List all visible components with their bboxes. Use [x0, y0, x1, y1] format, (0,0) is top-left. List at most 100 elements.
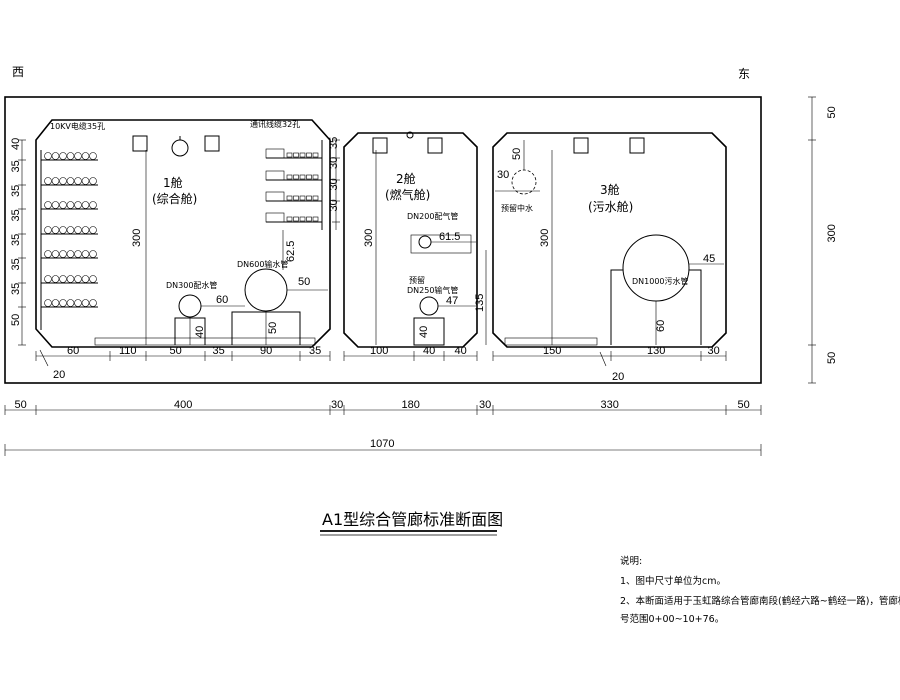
cabin-2-sub: (燃气舱) [385, 187, 430, 202]
dn1000-label: DN1000污水管 [632, 276, 689, 286]
ceiling-fixture [132, 135, 148, 152]
outer-structure [4, 96, 762, 384]
cable-rack-row [41, 177, 98, 186]
dim-label: 35 [10, 209, 22, 221]
ceiling-lamp-icon [406, 131, 414, 139]
cable-rack-row [41, 152, 98, 161]
cabin-2-outline [343, 132, 478, 348]
cable-10kv-label: 10KV电缆35孔 [50, 121, 105, 131]
dim-label: 35 [328, 137, 340, 149]
dim-label: 40 [423, 345, 435, 357]
dim-label: 90 [260, 345, 272, 357]
left-cable-racks [40, 150, 98, 330]
note-line-2: 2、本断面适用于玉虹路综合管廊南段(鹤经六路~鹤经一路)，管廊桩 [620, 595, 900, 607]
dim-label: 180 [402, 399, 420, 411]
ceiling-fixture [427, 137, 443, 154]
dim-c1-50b: 50 [267, 322, 279, 334]
dim-label: 30 [328, 178, 340, 190]
cable-rack-row [41, 275, 98, 284]
dim-label: 50 [826, 106, 838, 118]
ceiling-fixture [629, 137, 645, 154]
dim-c3-60: 60 [655, 320, 667, 332]
dim-label: 50 [10, 314, 22, 326]
dn300-water-pipe [178, 294, 202, 318]
dim-label: 130 [647, 345, 665, 357]
east-label: 东 [738, 67, 750, 81]
drain-channel [504, 337, 598, 346]
ceiling-fixture [372, 137, 388, 154]
dim-c1-62-5: 62.5 [285, 241, 297, 262]
dim-label: 35 [10, 185, 22, 197]
dim-c3-45: 45 [703, 253, 715, 265]
gas-reserve-label: 预留 [409, 275, 425, 285]
cabin-1-sub: (综合舱) [152, 191, 197, 206]
cabin-2-name: 2舱 [396, 172, 416, 186]
west-label: 西 [12, 65, 24, 79]
cabin-3-sub: (污水舱) [588, 200, 633, 214]
dim-label: 40 [10, 138, 22, 150]
dim-label: 60 [67, 345, 79, 357]
dim-label: 35 [10, 234, 22, 246]
telecom-rack-row [265, 170, 322, 181]
cabin-1-outline [35, 119, 331, 348]
dn200-gas-pipe [418, 235, 432, 249]
dim-c1-40: 40 [194, 326, 206, 338]
dim-label: 35 [10, 160, 22, 172]
dim-label: 50 [170, 345, 182, 357]
dim-label: 50 [738, 399, 750, 411]
dim-label: 30 [328, 157, 340, 169]
telecom-racks [265, 140, 323, 230]
drain-channel [94, 337, 316, 346]
pipe-support [610, 269, 623, 345]
drawing-title: A1型综合管廊标准断面图 [322, 510, 503, 529]
dim-label: 50 [15, 399, 27, 411]
cable-rack-row [41, 250, 98, 259]
note-line-3: 号范围0+00~10+76。 [620, 613, 724, 625]
notes-heading: 说明: [620, 555, 642, 567]
dim-label: 110 [119, 345, 137, 357]
dim-c2-47: 47 [446, 295, 458, 307]
pipe-support [689, 269, 702, 345]
dim-label: 100 [370, 345, 388, 357]
dim-label: 30 [328, 199, 340, 211]
reclaimed-water-pipe [511, 169, 537, 195]
dim-label: 400 [174, 399, 192, 411]
cable-rack-row [41, 201, 98, 210]
cabin-1-name: 1舱 [163, 176, 183, 190]
gas-pipe-bracket [410, 234, 472, 254]
dim-c3-height: 300 [539, 229, 551, 247]
dim-label: 35 [213, 345, 225, 357]
dim-label: 35 [10, 283, 22, 295]
telecom-rack-row [265, 148, 322, 159]
dim-label: 330 [601, 399, 619, 411]
dim-label: 300 [826, 224, 838, 242]
dn250-gas-pipe [419, 296, 439, 316]
dim-total: 1070 [370, 438, 394, 450]
ceiling-fixture [573, 137, 589, 154]
dim-c1-60: 60 [216, 294, 228, 306]
dim-label: 150 [543, 345, 561, 357]
dim-c2-height: 300 [363, 229, 375, 247]
dim-c3-20: 20 [612, 371, 624, 383]
dim-label: 40 [455, 345, 467, 357]
telecom-rack-row [265, 212, 322, 223]
dn600-transmit-pipe [244, 268, 288, 312]
reclaimed-label: 预留中水 [501, 203, 533, 213]
dim-c2-135: 135 [474, 294, 486, 312]
dim-c1-20: 20 [53, 369, 65, 381]
dim-label: 30 [331, 399, 343, 411]
dn300-label: DN300配水管 [166, 280, 217, 290]
dim-label: 30 [708, 345, 720, 357]
dim-c2-61-5: 61.5 [439, 231, 460, 243]
telecom-label: 通讯线缆32孔 [250, 119, 300, 129]
cable-rack-row [41, 299, 98, 308]
dim-c3-50: 50 [511, 148, 523, 160]
dim-label: 35 [10, 258, 22, 270]
ceiling-fixture [204, 135, 220, 152]
dim-label: 35 [309, 345, 321, 357]
dim-label: 50 [826, 352, 838, 364]
dn250-label: DN250输气管 [407, 285, 458, 295]
dn1000-sewage-pipe [622, 234, 690, 302]
dim-c3-30: 30 [497, 169, 509, 181]
cable-rack-row [41, 226, 98, 235]
